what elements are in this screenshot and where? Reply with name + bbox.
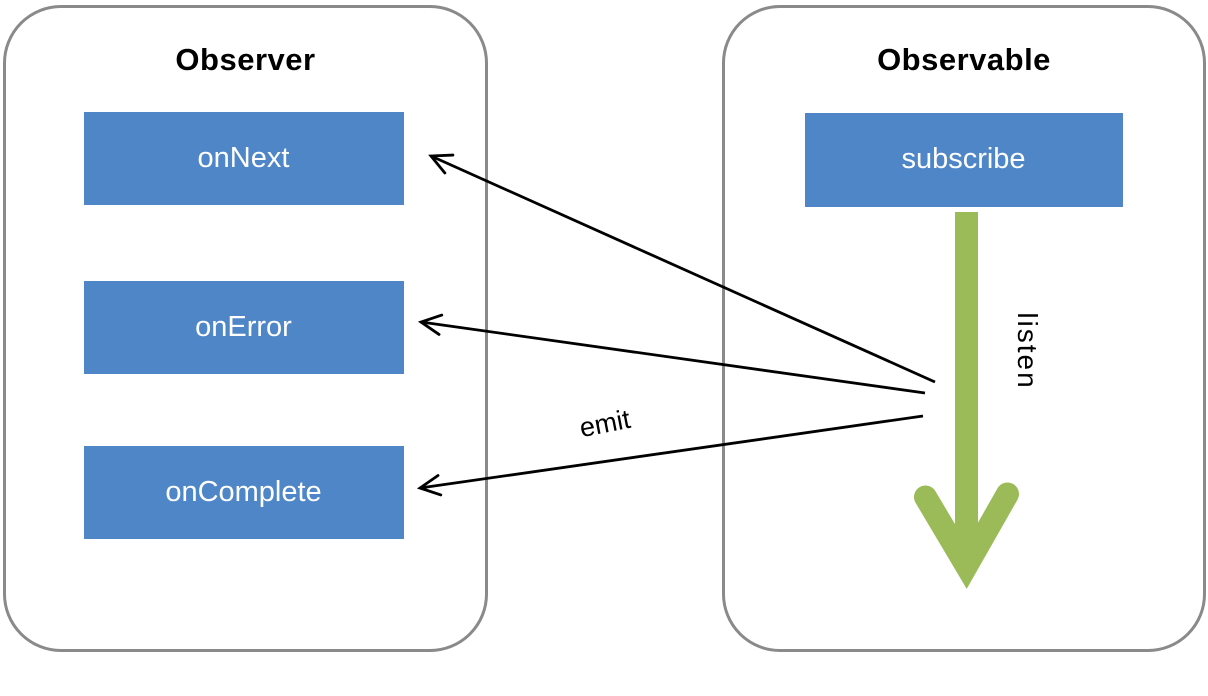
observer-panel: Observer onNext onError onComplete: [3, 5, 488, 652]
oncomplete-box: onComplete: [83, 445, 404, 539]
listen-label: listen: [1012, 312, 1043, 390]
onerror-label: onError: [195, 310, 292, 343]
observable-panel-title: Observable: [877, 42, 1051, 77]
onnext-label: onNext: [197, 141, 290, 174]
subscribe-box: subscribe: [804, 112, 1123, 207]
observable-panel: Observable subscribe: [722, 5, 1206, 652]
oncomplete-label: onComplete: [165, 475, 322, 508]
onerror-box: onError: [83, 280, 404, 374]
onnext-box: onNext: [83, 111, 404, 205]
emit-label: emit: [577, 403, 633, 444]
subscribe-label: subscribe: [901, 143, 1026, 175]
observer-panel-title: Observer: [175, 42, 316, 77]
